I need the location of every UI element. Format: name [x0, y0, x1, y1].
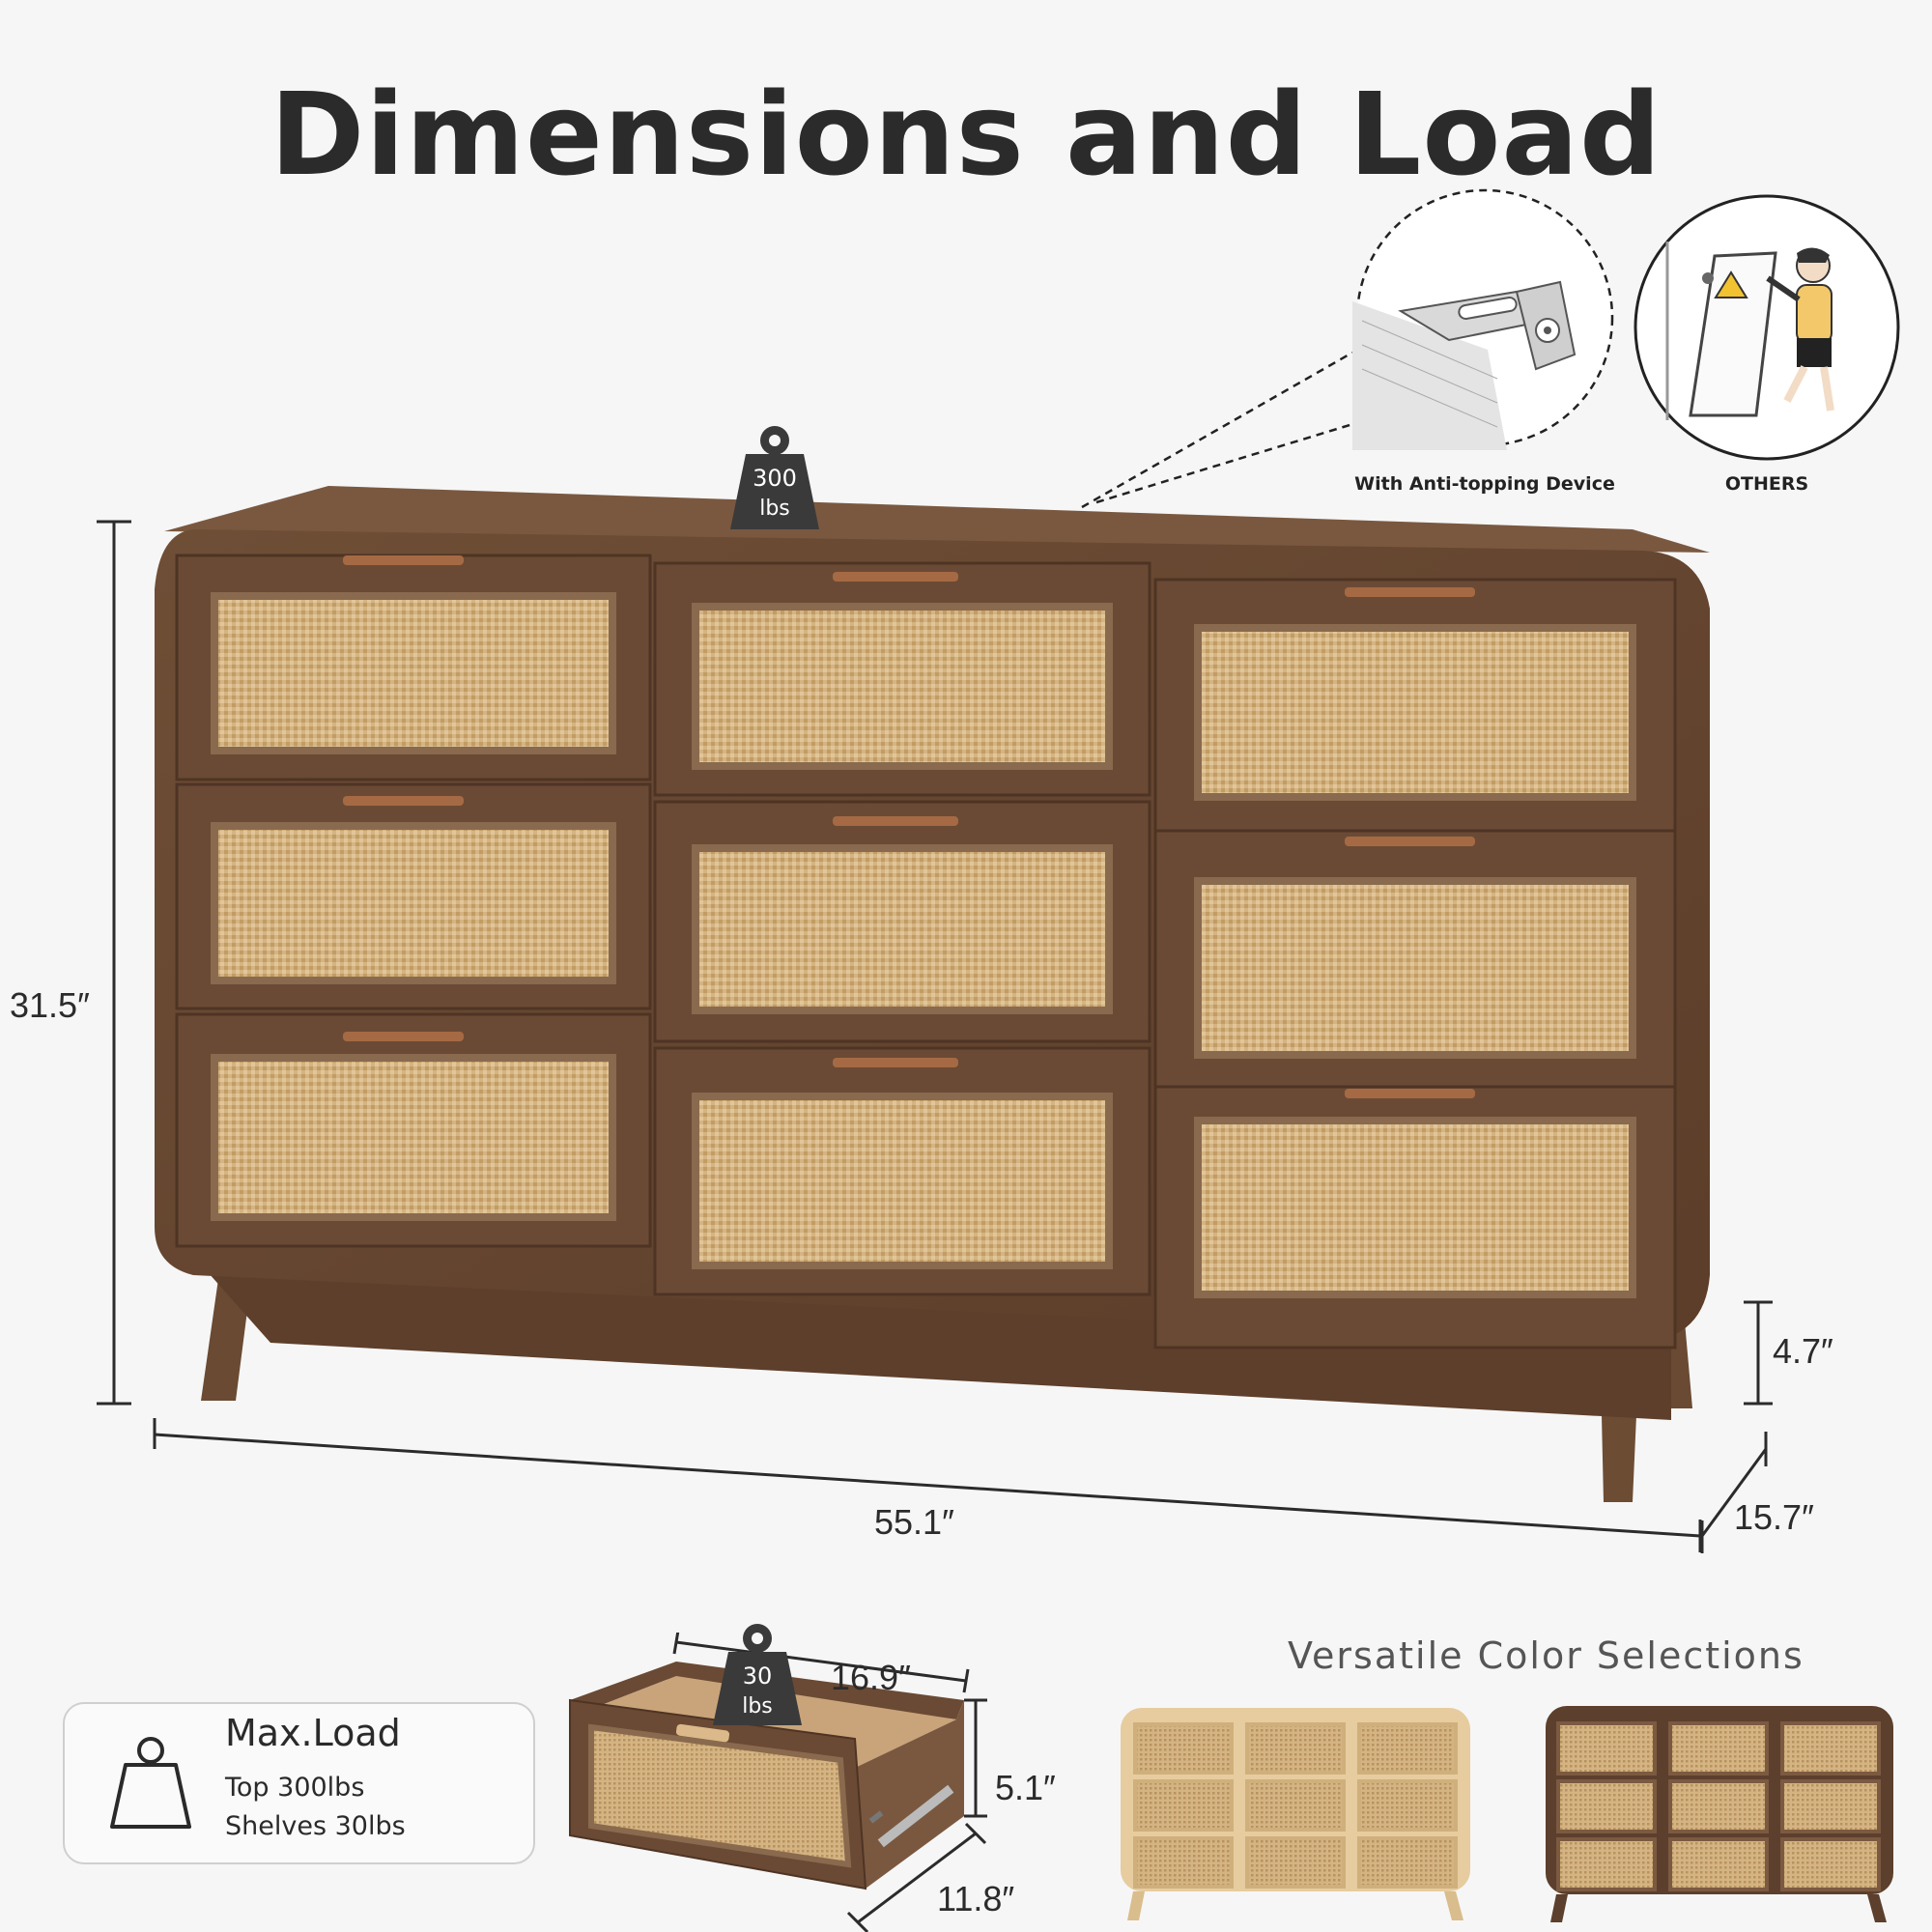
drawer-length-label: 16.9″ — [831, 1658, 911, 1697]
top-load-unit: lbs — [759, 497, 790, 521]
warning-icon — [1714, 270, 1748, 298]
drawer-width-label: 11.8″ — [937, 1879, 1015, 1918]
color-selections-heading: Versatile Color Selections — [1288, 1634, 1804, 1677]
weight-icon — [110, 1737, 191, 1829]
max-load-card — [63, 1702, 535, 1864]
dresser-drawers — [175, 554, 1677, 1350]
tipping-hazard-circle — [1634, 194, 1900, 461]
height-dimension-label: 31.5″ — [10, 985, 90, 1025]
width-dimension-label: 55.1″ — [874, 1502, 954, 1542]
natural-color-option — [1121, 1708, 1470, 1920]
open-drawer-illustration — [569, 1633, 987, 1932]
drawer-load-unit: lbs — [742, 1694, 773, 1719]
top-load-weight-icon: 300 lbs — [730, 426, 819, 529]
page-title: Dimensions and Load — [270, 68, 1662, 201]
drawer-handles — [343, 555, 1475, 1098]
anti-tip-caption: With Anti-topping Device — [1354, 473, 1615, 495]
dimension-lines — [97, 520, 1773, 1553]
others-caption: OTHERS — [1724, 473, 1809, 495]
max-load-heading: Max.Load — [225, 1712, 401, 1754]
dresser-plinth — [193, 1256, 1671, 1420]
leg-height-dimension-label: 4.7″ — [1773, 1331, 1833, 1371]
anti-tip-detail-circle — [1352, 188, 1614, 450]
drawer-height-label: 5.1″ — [995, 1768, 1056, 1807]
max-load-top: Top 300lbs — [225, 1773, 365, 1803]
top-load-value: 300 — [753, 465, 797, 492]
walnut-color-option — [1546, 1706, 1893, 1922]
max-load-shelves: Shelves 30lbs — [225, 1811, 406, 1841]
drawer-load-value: 30 — [743, 1662, 773, 1690]
drawer-load-weight-icon: 30 lbs — [713, 1624, 802, 1725]
depth-dimension-label: 15.7″ — [1734, 1497, 1814, 1537]
